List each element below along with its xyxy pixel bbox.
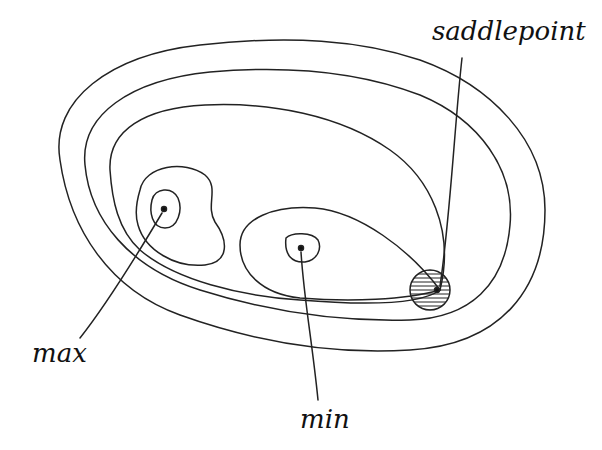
contour-line [151,190,180,228]
saddle-hatching [410,270,450,310]
contour-line [286,234,320,262]
saddle-circle [410,270,450,310]
point-label: min [300,406,350,432]
point-label: max [32,340,87,366]
contour-line [59,40,545,351]
min-point [299,246,304,251]
point-label: saddlepoint [432,18,586,44]
contour-line [85,69,511,320]
contour-line [110,105,444,303]
contour-line [136,167,224,266]
leader-line [80,213,162,338]
saddle-point [435,288,440,293]
leader-line [301,252,318,400]
leader-line [440,58,462,286]
max-point [162,207,167,212]
